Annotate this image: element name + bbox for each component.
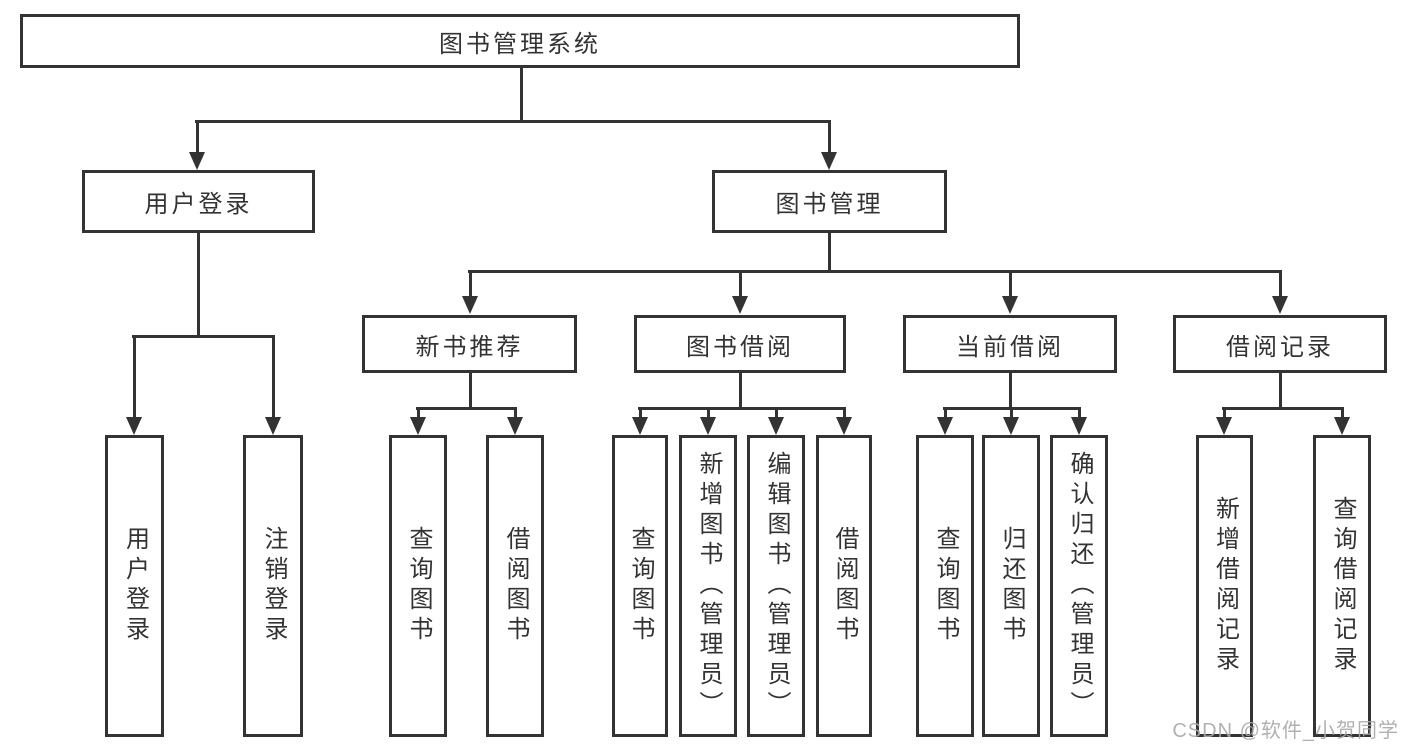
node-label: 图书借阅 <box>686 333 794 361</box>
node-label: 查询图书 <box>932 526 959 646</box>
node-label: 新增借阅记录 <box>1211 496 1239 676</box>
connector-vline <box>1278 373 1282 407</box>
node-label: 当前借阅 <box>956 333 1064 361</box>
node-label: 用户登录 <box>121 526 149 646</box>
arrowhead-down-icon <box>507 417 523 435</box>
arrowhead-down-icon <box>1216 417 1232 435</box>
connector-vline <box>513 407 517 419</box>
connector-vline <box>827 233 831 270</box>
arrowhead-down-icon <box>410 417 426 435</box>
node-label: 新增图书（管理员） <box>695 451 722 721</box>
connector-vline <box>519 68 523 120</box>
arrowhead-down-icon <box>189 152 205 170</box>
arrowhead-down-icon <box>937 417 953 435</box>
node-current-borrowing: 当前借阅 <box>903 315 1117 373</box>
node-system-root: 图书管理系统 <box>20 14 1020 68</box>
connector-vline <box>416 407 420 419</box>
connector-vline <box>774 407 778 419</box>
connector-vline <box>738 270 742 298</box>
leaf-query-books-2: 查询图书 <box>612 435 668 737</box>
node-label: 图书管理 <box>775 191 884 218</box>
connector-vline <box>468 270 472 298</box>
connector-vline <box>1008 373 1012 407</box>
leaf-query-borrow-record: 查询借阅记录 <box>1313 435 1371 737</box>
node-label: 查询借阅记录 <box>1329 496 1356 676</box>
node-label: 新书推荐 <box>415 333 524 361</box>
node-new-book-recommend: 新书推荐 <box>362 315 577 373</box>
leaf-add-borrow-record: 新增借阅记录 <box>1196 435 1253 737</box>
node-label: 归还图书 <box>998 526 1025 646</box>
connector-vline <box>1222 407 1226 419</box>
connector-vline <box>943 407 947 419</box>
leaf-borrow-books-1: 借阅图书 <box>486 435 544 737</box>
arrowhead-down-icon <box>836 417 852 435</box>
leaf-return-books: 归还图书 <box>982 435 1040 737</box>
leaf-query-books-1: 查询图书 <box>389 435 447 737</box>
arrowhead-down-icon <box>1002 296 1018 314</box>
node-label: 查询图书 <box>627 526 654 646</box>
node-label: 编辑图书（管理员） <box>763 451 790 721</box>
node-label: 确认归还（管理员） <box>1066 451 1093 721</box>
leaf-query-books-3: 查询图书 <box>916 435 974 737</box>
connector-vline <box>1008 270 1012 298</box>
arrowhead-down-icon <box>1272 296 1288 314</box>
connector-hline <box>195 120 831 123</box>
arrowhead-down-icon <box>1334 417 1350 435</box>
connector-hline <box>468 270 1282 273</box>
leaf-borrow-books-2: 借阅图书 <box>816 435 872 737</box>
connector-vline <box>1077 407 1081 419</box>
connector-vline <box>638 407 642 419</box>
connector-vline <box>706 407 710 419</box>
node-label: 用户登录 <box>144 191 253 218</box>
connector-vline <box>195 120 199 154</box>
connector-vline <box>842 407 846 419</box>
arrowhead-down-icon <box>768 417 784 435</box>
connector-vline <box>468 373 472 407</box>
node-label: 查询图书 <box>405 526 432 646</box>
csdn-watermark: CSDN @软件_小贺同学 <box>1172 720 1399 742</box>
connector-vline <box>738 373 742 407</box>
connector-hline <box>1222 407 1344 410</box>
connector-hline <box>416 407 517 410</box>
arrowhead-down-icon <box>1071 417 1087 435</box>
arrowhead-down-icon <box>126 417 142 435</box>
connector-vline <box>271 335 275 419</box>
leaf-add-books-admin: 新增图书（管理员） <box>679 435 737 737</box>
node-book-management: 图书管理 <box>712 170 947 233</box>
connector-vline <box>1009 407 1013 419</box>
node-borrow-records: 借阅记录 <box>1173 315 1387 373</box>
node-label: 注销登录 <box>260 526 287 646</box>
arrowhead-down-icon <box>632 417 648 435</box>
connector-vline <box>132 335 136 419</box>
node-user-login: 用户登录 <box>82 170 315 233</box>
arrowhead-down-icon <box>265 417 281 435</box>
node-label: 借阅记录 <box>1226 333 1334 361</box>
arrowhead-down-icon <box>700 417 716 435</box>
connector-hline <box>132 335 275 338</box>
connector-vline <box>196 233 200 335</box>
node-book-borrowing: 图书借阅 <box>634 315 846 373</box>
connector-vline <box>827 120 831 154</box>
arrowhead-down-icon <box>1003 417 1019 435</box>
node-label: 图书管理系统 <box>439 30 601 58</box>
arrowhead-down-icon <box>732 296 748 314</box>
arrowhead-down-icon <box>462 296 478 314</box>
leaf-logout: 注销登录 <box>243 435 303 737</box>
leaf-edit-books-admin: 编辑图书（管理员） <box>747 435 805 737</box>
connector-hline <box>638 407 846 410</box>
leaf-confirm-return-admin: 确认归还（管理员） <box>1050 435 1108 737</box>
arrowhead-down-icon <box>821 152 837 170</box>
node-label: 借阅图书 <box>502 526 529 646</box>
node-label: 借阅图书 <box>831 526 858 646</box>
connector-vline <box>1278 270 1282 298</box>
connector-vline <box>1340 407 1344 419</box>
leaf-user-login: 用户登录 <box>105 435 164 737</box>
